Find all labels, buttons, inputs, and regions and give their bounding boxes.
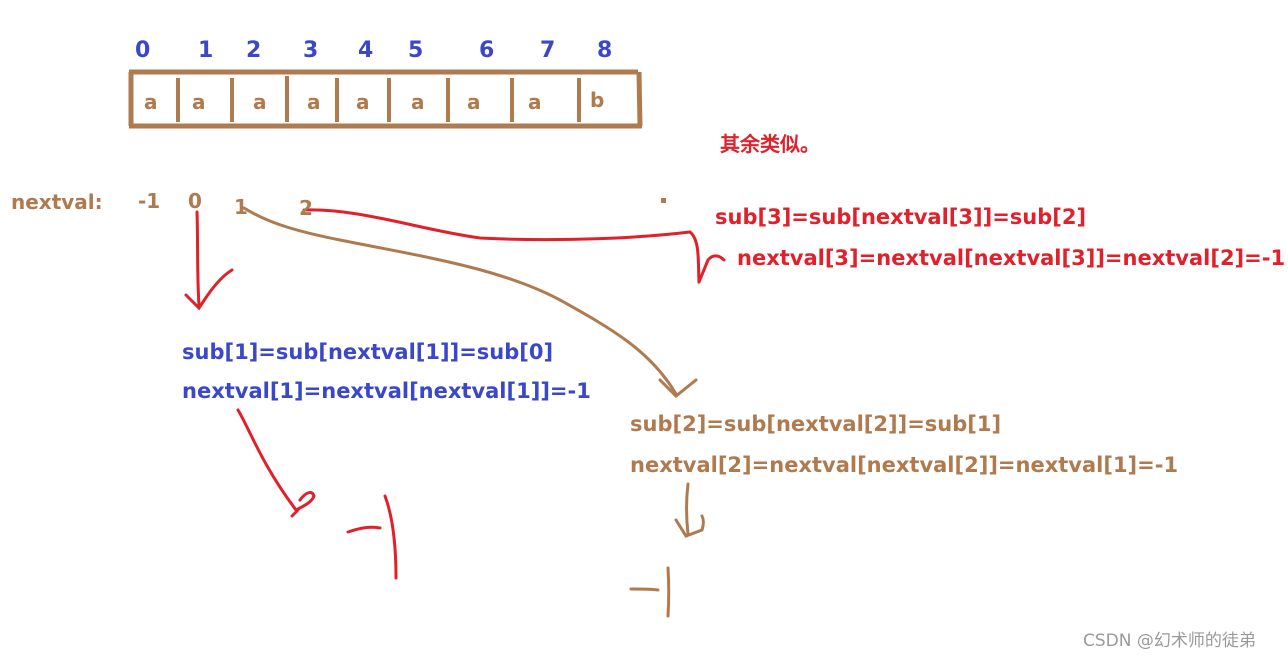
cell-2: a <box>253 90 267 114</box>
cell-8: b <box>590 88 605 112</box>
array-box <box>128 69 643 129</box>
index-5: 5 <box>408 38 424 63</box>
index-3: 3 <box>303 38 319 63</box>
brown-equation-2: nextval[2]=nextval[nextval[2]]=nextval[1… <box>630 453 1179 477</box>
cell-7: a <box>528 90 542 114</box>
array-cell-dividers <box>176 76 581 122</box>
stray-dot <box>661 198 666 203</box>
cell-1: a <box>192 90 206 114</box>
index-1: 1 <box>198 38 214 63</box>
cell-0: a <box>144 90 158 114</box>
red-equation-2: nextval[3]=nextval[nextval[3]]=nextval[2… <box>737 246 1286 270</box>
cell-6: a <box>467 90 481 114</box>
blue-equation-2: nextval[1]=nextval[nextval[1]]=-1 <box>182 379 591 403</box>
brown-result-mark <box>629 566 671 618</box>
nextval-label: nextval: <box>11 190 103 214</box>
red-arrow-down-1 <box>184 210 234 311</box>
nextval-value-0: -1 <box>138 189 161 213</box>
cell-3: a <box>307 90 321 114</box>
index-4: 4 <box>358 38 374 63</box>
index-6: 6 <box>479 38 495 63</box>
cell-4: a <box>356 90 370 114</box>
nextval-value-3: 2 <box>299 196 313 220</box>
nextval-value-2: 1 <box>234 195 248 219</box>
watermark: CSDN @幻术师的徒弟 <box>1083 631 1256 651</box>
index-0: 0 <box>135 38 151 63</box>
red-arrow-right <box>302 208 726 284</box>
nextval-value-1: 0 <box>188 189 202 213</box>
brown-arrow-curve <box>242 206 698 399</box>
cell-5: a <box>411 90 425 114</box>
brown-equation-1: sub[2]=sub[nextval[2]]=sub[1] <box>630 412 1002 436</box>
index-8: 8 <box>597 38 613 63</box>
index-7: 7 <box>540 38 556 63</box>
red-equation-1: sub[3]=sub[nextval[3]]=sub[2] <box>715 205 1087 229</box>
brown-arrow-down <box>674 482 705 538</box>
blue-equation-1: sub[1]=sub[nextval[1]]=sub[0] <box>182 340 554 364</box>
note-text: 其余类似。 <box>720 132 820 156</box>
index-2: 2 <box>246 38 262 63</box>
red-result-mark <box>346 494 398 580</box>
red-arrow-down-2 <box>236 408 316 518</box>
